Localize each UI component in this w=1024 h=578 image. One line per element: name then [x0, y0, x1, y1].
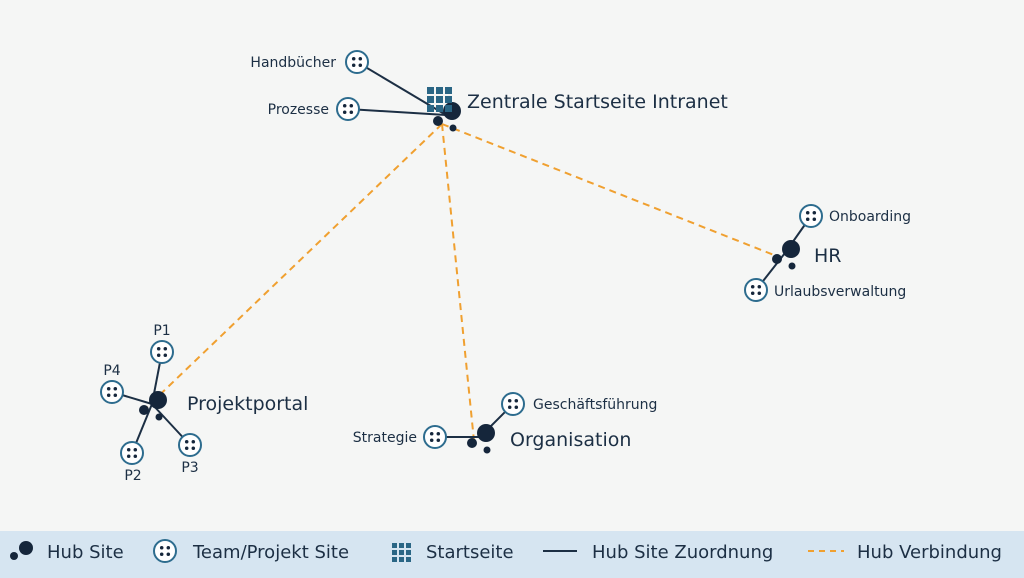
nodes-layer	[100, 50, 823, 465]
hub-label-hr: HR	[814, 245, 842, 267]
team-site-icon	[120, 441, 144, 465]
team-site-label-p2: P2	[124, 468, 141, 484]
team-site-label-p1: P1	[153, 323, 170, 339]
hub-node-projektportal	[139, 391, 167, 421]
startseite-grid-icon	[392, 543, 411, 562]
hub-site-icon	[10, 541, 33, 560]
team-site-icon	[345, 50, 369, 74]
legend: Hub Site Team/Projekt Site Startseite Hub S…	[0, 531, 1024, 578]
team-site-icon	[501, 392, 525, 416]
legend-item-2: Startseite	[392, 542, 514, 563]
legend-item-0: Hub Site	[10, 541, 124, 563]
legend-label: Hub Verbindung	[857, 542, 1002, 563]
team-site-icon	[178, 433, 202, 457]
legend-label: Hub Site Zuordnung	[592, 542, 773, 563]
team-site-label-onboarding: Onboarding	[829, 209, 911, 225]
team-site-icon	[336, 97, 360, 121]
legend-item-4: Hub Verbindung	[808, 542, 1002, 563]
hub-label-organisation: Organisation	[510, 429, 631, 451]
team-site-label-p3: P3	[181, 460, 198, 476]
legend-label: Team/Projekt Site	[192, 542, 349, 563]
team-site-label-p4: P4	[103, 363, 120, 379]
team-site-label-geschaeft: Geschäftsführung	[533, 397, 657, 413]
hub-site-icon	[467, 424, 495, 454]
team-site-label-prozesse: Prozesse	[268, 102, 329, 118]
team-site-label-strategie: Strategie	[353, 430, 417, 446]
team-site-icon	[799, 204, 823, 228]
team-site-icon	[153, 539, 177, 563]
team-site-label-urlaub: Urlaubsverwaltung	[774, 284, 906, 300]
hub-label-zentrale: Zentrale Startseite Intranet	[467, 91, 728, 113]
legend-label: Startseite	[426, 542, 514, 563]
team-site-icon	[150, 340, 174, 364]
team-site-icon	[744, 278, 768, 302]
legend-item-3: Hub Site Zuordnung	[543, 542, 773, 563]
team-site-icon	[423, 425, 447, 449]
legend-label: Hub Site	[47, 542, 124, 563]
hub-node-zentrale	[427, 87, 461, 132]
hub-site-icon	[139, 391, 167, 421]
startseite-grid-icon	[427, 87, 452, 112]
team-site-icon	[100, 380, 124, 404]
hub-connections-layer	[145, 123, 780, 442]
hub-site-icon	[772, 240, 800, 270]
hub-node-hr	[772, 240, 800, 270]
hub-connection-zentrale-organisation	[441, 123, 475, 442]
hub-node-organisation	[467, 424, 495, 454]
legend-item-1: Team/Projekt Site	[153, 539, 349, 563]
hub-connection-zentrale-hr	[441, 123, 780, 258]
hub-connection-zentrale-projektportal	[145, 123, 443, 409]
hub-assignment-prozesse	[347, 108, 447, 116]
hub-label-projektportal: Projektportal	[187, 393, 308, 415]
team-site-label-handbuecher: Handbücher	[250, 55, 336, 71]
